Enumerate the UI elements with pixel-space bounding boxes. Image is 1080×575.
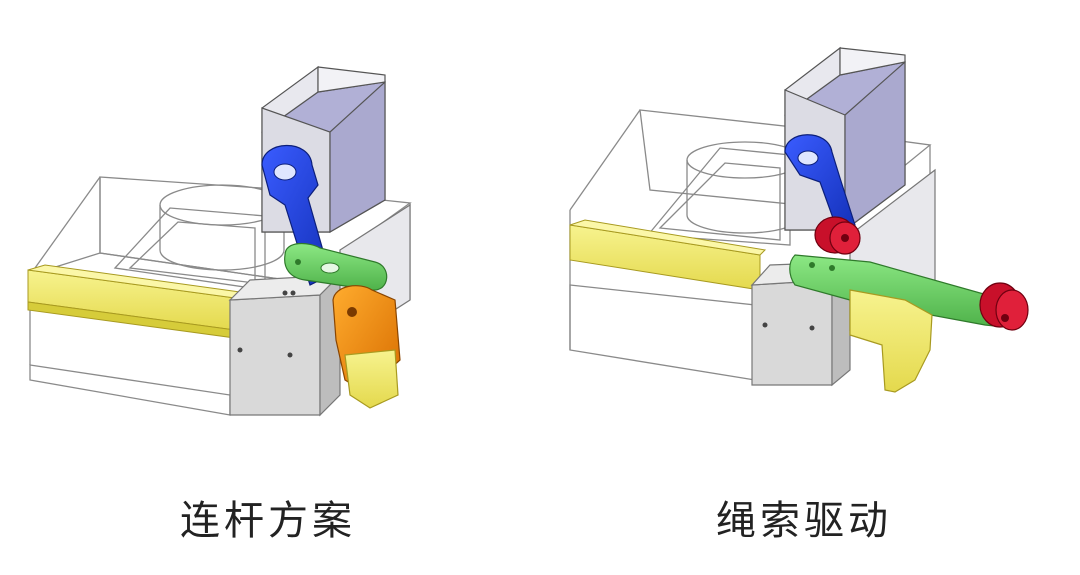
cable-drive-model — [569, 46, 1029, 393]
linkage-scheme-model — [27, 65, 412, 417]
left-yellow-slider — [27, 264, 241, 339]
right-red-pulley-bottom — [979, 282, 1029, 331]
caption-cable-drive: 绳索驱动 — [716, 498, 892, 544]
caption-linkage-scheme: 连杆方案 — [180, 498, 356, 544]
right-yellow-slider — [569, 219, 767, 291]
left-yellow-tab — [344, 349, 399, 409]
left-grey-block — [228, 273, 342, 417]
right-yellow-tab — [849, 289, 933, 393]
left-green-link — [284, 243, 388, 291]
right-blue-arm — [784, 134, 856, 233]
right-red-pulley-top — [814, 216, 861, 255]
